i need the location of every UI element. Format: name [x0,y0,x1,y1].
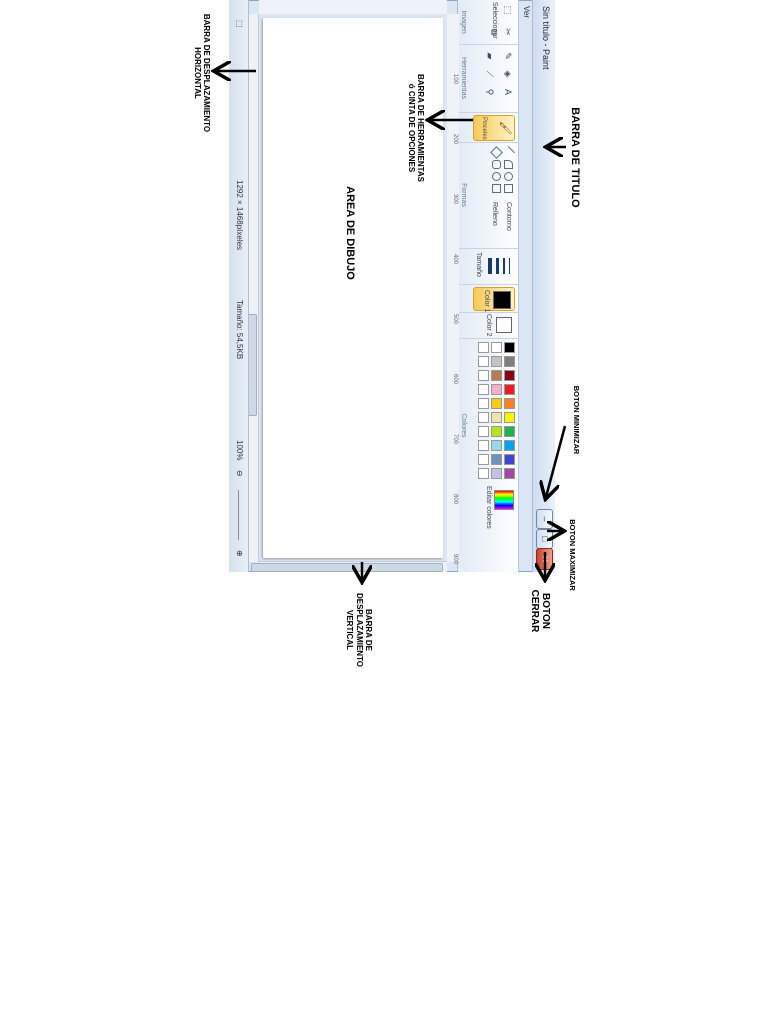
label-desp-v-line2: DESPLAZAMIENTO [354,592,364,668]
label-minimizar-text: BOTON MINIMIZAR [572,385,582,455]
label-desp-h-line2: HORIZONTAL [193,47,202,99]
label-boton-minimizar: BOTON MINIMIZAR [568,372,584,468]
label-desplazamiento-horizontal: BARRA DE DESPLAZAMIENTO HORIZONTAL [188,0,216,146]
label-area-dibujo: AREA DE DIBUJO [341,180,359,286]
label-boton-maximizar: BOTON MAXIMIZAR [564,505,580,605]
label-herramientas-line1: BARRA DE HERRAMIENTAS [416,74,426,182]
label-desp-h-line1: BARRA DE DESPLAZAMIENTO [202,13,212,133]
label-barra-titulo-text: BARRA DE TITULO [569,107,582,208]
label-barra-titulo: BARRA DE TITULO [565,100,585,215]
label-cerrar-line2: CERRAR [529,589,540,633]
label-desp-v-line1: BARRA DE [363,609,373,651]
label-boton-cerrar: BOTON CERRAR [524,582,556,640]
label-cerrar-line1: BOTON [540,593,552,629]
label-barra-herramientas: BARRA DE HERRAMIENTAS ó CINTA DE OPCIONE… [402,62,430,194]
label-maximizar-text: BOTON MAXIMIZAR [568,519,578,591]
label-area-dibujo-text: AREA DE DIBUJO [344,186,357,280]
label-desp-v-line3: VERTICAL [345,610,355,650]
arrow-minimizar [546,425,567,497]
label-desplazamiento-vertical: BARRA DE DESPLAZAMIENTO VERTICAL [338,582,380,678]
label-herramientas-line2: ó CINTA DE OPCIONES [407,83,416,173]
